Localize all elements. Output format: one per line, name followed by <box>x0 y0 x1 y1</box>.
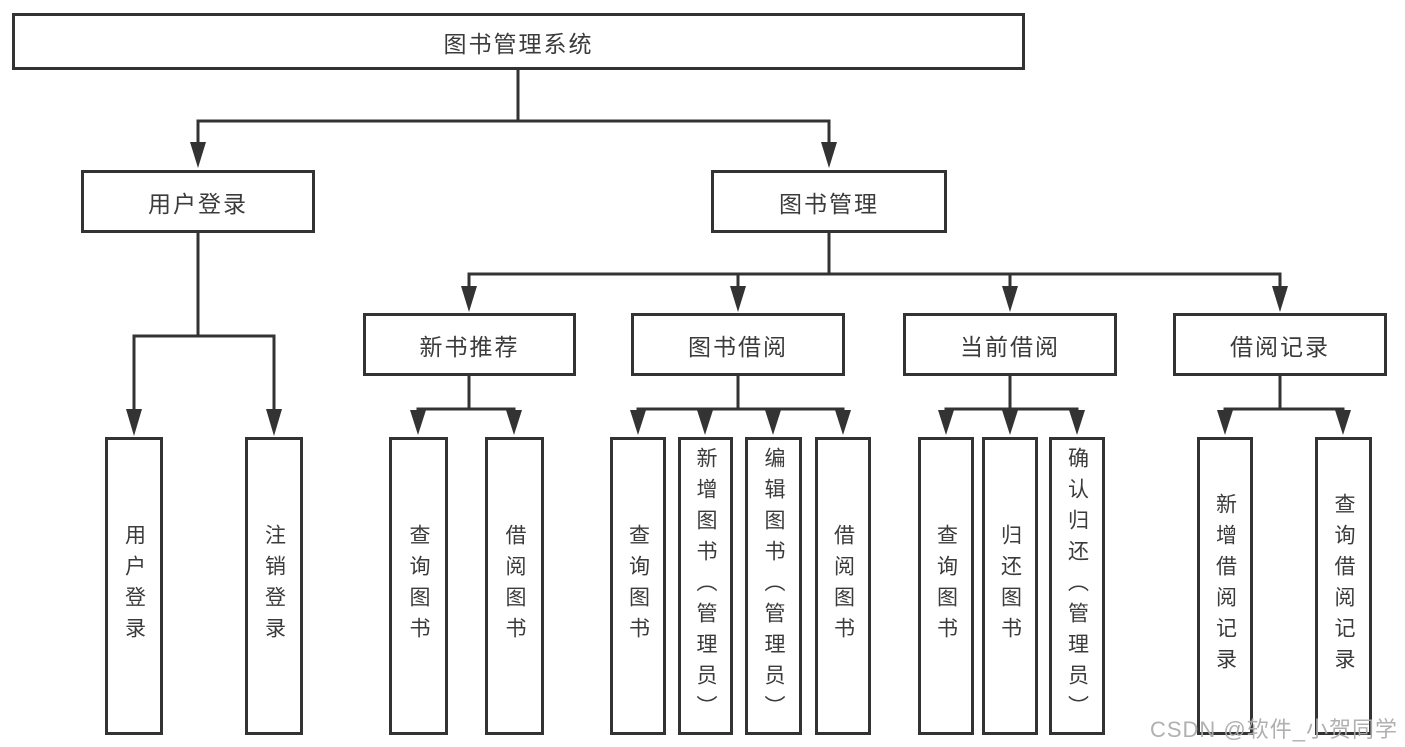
node-user-login-label: 用户登录 <box>148 190 248 217</box>
csdn-watermark: CSDN @软件_小贺同学 <box>1149 717 1398 742</box>
leaf-add-borrow-record: 新增借阅记录 <box>1197 437 1253 735</box>
leaf-query-books-borrow: 查询图书 <box>610 437 666 735</box>
node-book-management: 图书管理 <box>711 170 947 233</box>
node-borrow-records: 借阅记录 <box>1173 313 1387 376</box>
node-current-borrow: 当前借阅 <box>903 313 1117 376</box>
leaf-query-books-recommend: 查询图书 <box>389 437 448 735</box>
leaf-edit-books-admin-label: 编辑图书（管理员） <box>762 446 785 726</box>
node-user-login: 用户登录 <box>81 170 315 233</box>
node-new-book-recommend-label: 新书推荐 <box>419 333 520 360</box>
leaf-query-borrow-record: 查询借阅记录 <box>1315 437 1372 735</box>
node-new-book-recommend: 新书推荐 <box>363 313 576 376</box>
leaf-borrow-books-label: 借阅图书 <box>831 524 855 648</box>
node-book-management-label: 图书管理 <box>779 190 879 217</box>
node-root-label: 图书管理系统 <box>443 30 594 57</box>
leaf-logout: 注销登录 <box>245 437 303 735</box>
node-borrow-records-label: 借阅记录 <box>1230 333 1330 360</box>
leaf-edit-books-admin: 编辑图书（管理员） <box>745 437 802 735</box>
leaf-query-books-borrow-label: 查询图书 <box>626 524 650 648</box>
leaf-borrow-books-recommend: 借阅图书 <box>485 437 544 735</box>
leaf-add-books-admin: 新增图书（管理员） <box>678 437 733 735</box>
leaf-return-books: 归还图书 <box>982 437 1038 735</box>
leaf-add-books-admin-label: 新增图书（管理员） <box>694 446 717 726</box>
leaf-query-books-current-label: 查询图书 <box>934 524 958 648</box>
leaf-query-borrow-record-label: 查询借阅记录 <box>1332 493 1355 679</box>
node-root: 图书管理系统 <box>12 13 1025 70</box>
leaf-confirm-return-admin-label: 确认归还（管理员） <box>1065 446 1089 726</box>
node-book-borrow-label: 图书借阅 <box>688 333 788 360</box>
leaf-query-books-current: 查询图书 <box>918 437 974 735</box>
leaf-borrow-books-recommend-label: 借阅图书 <box>503 524 526 648</box>
leaf-user-login: 用户登录 <box>105 437 163 735</box>
node-current-borrow-label: 当前借阅 <box>960 333 1060 360</box>
leaf-confirm-return-admin: 确认归还（管理员） <box>1049 437 1105 735</box>
leaf-user-login-label: 用户登录 <box>122 524 146 648</box>
node-book-borrow: 图书借阅 <box>631 313 845 376</box>
leaf-query-books-recommend-label: 查询图书 <box>407 524 430 648</box>
leaf-add-borrow-record-label: 新增借阅记录 <box>1213 493 1237 679</box>
leaf-logout-label: 注销登录 <box>262 524 286 648</box>
leaf-borrow-books: 借阅图书 <box>815 437 871 735</box>
leaf-return-books-label: 归还图书 <box>998 524 1022 648</box>
